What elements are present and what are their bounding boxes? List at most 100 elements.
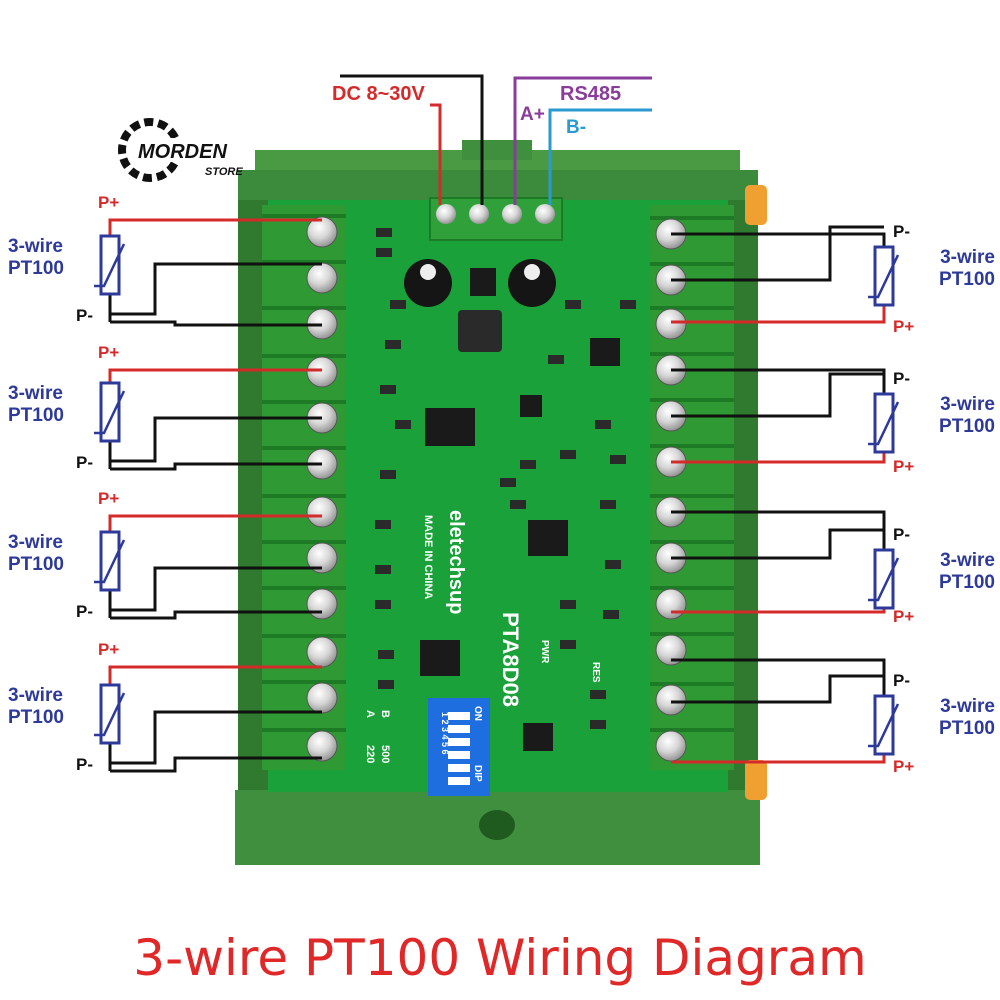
electrolytic-capacitor (508, 259, 556, 307)
ic-chip (590, 338, 620, 366)
dip-key (448, 751, 470, 759)
terminal-screw (306, 262, 338, 294)
sensor-model-label: PT100 (939, 269, 995, 290)
rs485-label: RS485 (560, 83, 621, 105)
sensor-type-label: 3-wire (940, 550, 995, 571)
power-rs485-wires (340, 74, 652, 205)
sensor-type-label: 3-wire (8, 685, 63, 706)
dip-a-label: A (364, 710, 376, 718)
sensor-model-label: PT100 (8, 554, 64, 575)
morden-store-logo: MORDEN STORE (118, 118, 247, 182)
ic-chip (425, 408, 475, 446)
terminal-screw (655, 684, 687, 716)
smd-resistor (375, 565, 391, 574)
smd-resistor (500, 478, 516, 487)
p-plus-label: P+ (893, 457, 914, 476)
terminal-strip-right (650, 205, 734, 770)
pt100-resistor-symbol (99, 530, 121, 592)
smd-resistor (595, 420, 611, 429)
terminal-screw (655, 588, 687, 620)
smd-resistor (603, 610, 619, 619)
sensor-type-label: 3-wire (940, 247, 995, 268)
sensor-model-label: PT100 (8, 405, 64, 426)
terminal-screw (655, 634, 687, 666)
res-label: RES (590, 662, 601, 683)
smd-resistor (378, 680, 394, 689)
dip-b-label: B (379, 710, 391, 718)
p-plus-label: P+ (98, 640, 119, 659)
sensor-type-label: 3-wire (8, 236, 63, 257)
dip-title-label: DIP (472, 765, 483, 782)
inductor (458, 310, 502, 352)
p-plus-label: P+ (893, 317, 914, 336)
smd-resistor (620, 300, 636, 309)
smd-resistor (395, 420, 411, 429)
dip-key (448, 777, 470, 785)
p-minus-label: P- (76, 602, 93, 621)
dip-key (448, 738, 470, 746)
pt100-resistor-symbol (873, 245, 895, 307)
smd-resistor (376, 248, 392, 257)
smd-resistor (560, 450, 576, 459)
smd-components (375, 228, 636, 729)
dip-numbers-label: 1 2 3 4 5 6 (440, 712, 450, 755)
pt100-resistor-symbol (99, 234, 121, 296)
din-clip (745, 185, 767, 225)
terminal-screw (306, 588, 338, 620)
diagram-title: 3-wire PT100 Wiring Diagram (133, 929, 867, 987)
pt100-sensors: P+P-3-wirePT100P+P-3-wirePT100P+P-3-wire… (8, 193, 995, 776)
smd-resistor (375, 520, 391, 529)
p-minus-label: P- (76, 755, 93, 774)
p-plus-label: P+ (98, 489, 119, 508)
ic-chip (520, 395, 542, 417)
p-plus-label: P+ (98, 193, 119, 212)
smd-resistor (378, 650, 394, 659)
pt100-resistor-symbol (873, 392, 895, 454)
p-minus-label: P- (893, 525, 910, 544)
board-origin-text: MADE IN CHINA (422, 515, 434, 599)
logo-store-text: STORE (205, 166, 243, 178)
ic-chip (420, 640, 460, 676)
rs485-a-label: A+ (520, 104, 545, 125)
terminal-screw (306, 356, 338, 388)
smd-resistor (375, 600, 391, 609)
smd-resistor (590, 720, 606, 729)
pt100-resistor-symbol (873, 548, 895, 610)
p-minus-label: P- (893, 222, 910, 241)
terminal-screw (306, 216, 338, 248)
smd-resistor (510, 500, 526, 509)
terminal-screw (306, 542, 338, 574)
terminal-screw (306, 730, 338, 762)
dip-key (448, 725, 470, 733)
electrolytic-capacitor (404, 259, 452, 307)
pt100-resistor-symbol (873, 694, 895, 756)
terminal-screw (655, 730, 687, 762)
dip-b-value: 500 (379, 745, 391, 763)
din-rail-housing (235, 140, 767, 865)
smd-resistor (610, 455, 626, 464)
p-minus-label: P- (76, 453, 93, 472)
smd-resistor (560, 600, 576, 609)
smd-resistor (520, 460, 536, 469)
smd-resistor (565, 300, 581, 309)
power-label: DC 8~30V (332, 83, 425, 105)
smd-resistor (590, 690, 606, 699)
sensor-model-label: PT100 (8, 707, 64, 728)
terminal-strip-left (262, 205, 346, 770)
sensor-model-label: PT100 (8, 258, 64, 279)
terminal-screw (306, 636, 338, 668)
p-minus-label: P- (893, 671, 910, 690)
p-plus-label: P+ (893, 607, 914, 626)
terminal-screw (655, 308, 687, 340)
sensor-model-label: PT100 (939, 718, 995, 739)
p-plus-label: P+ (893, 757, 914, 776)
smd-resistor (376, 228, 392, 237)
ic-chip (523, 723, 553, 751)
rs485-b-label: B- (566, 117, 586, 138)
sensor-type-label: 3-wire (8, 383, 63, 404)
sensor-type-label: 3-wire (940, 696, 995, 717)
